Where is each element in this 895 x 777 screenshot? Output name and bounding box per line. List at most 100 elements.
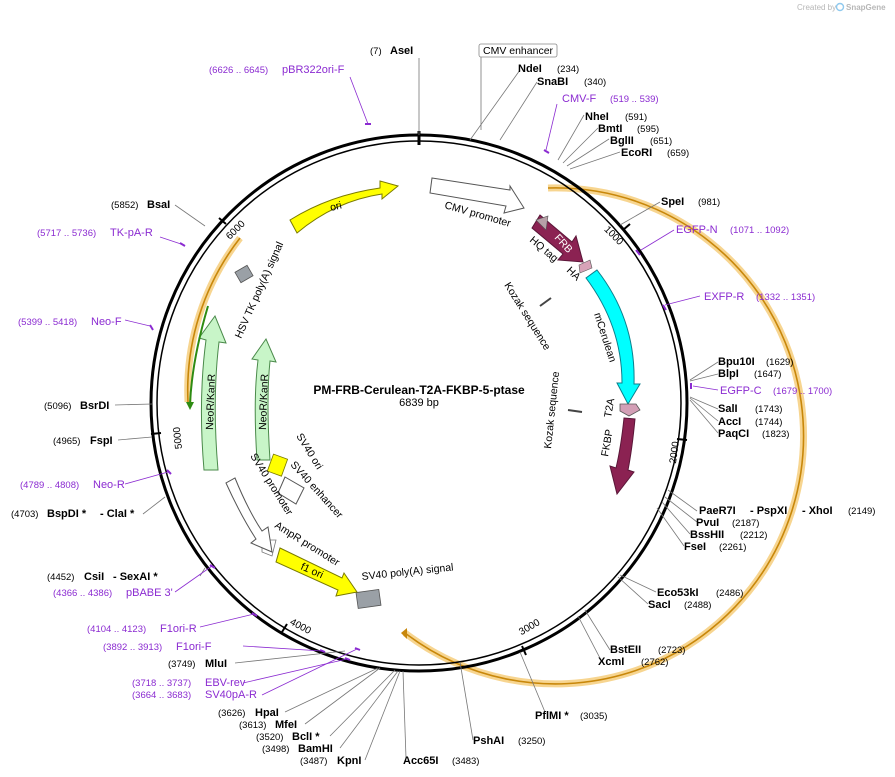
primer-name-neo-f: Neo-F [91,316,122,328]
tick-label-5000: 5000 [172,426,185,450]
primer-range-exfp-r: (1332 .. 1351) [756,292,815,303]
site-pos-bamhi: (3498) [262,744,289,755]
site-name-sexai: - SexAI * [113,571,158,583]
tick-label-2000: 2000 [668,440,682,464]
site-pos-bsai: (5852) [111,200,138,211]
site-name-mfei: MfeI [275,719,297,731]
site-pos-pshai: (3250) [518,736,545,747]
primer-range-egfp-c: (1679 .. 1700) [773,386,832,397]
site-pos-xhoi: (2149) [848,506,875,517]
site-name-eco53ki: Eco53kI [657,587,699,599]
tick-label-4000: 4000 [288,617,313,637]
site-pos-eco53ki: (2486) [716,588,743,599]
primer-markers [149,123,692,661]
site-pos-blpi: (1647) [754,369,781,380]
site-name-nhei: NheI [585,111,609,123]
primer-range-f1ori-f: (3892 .. 3913) [103,642,162,653]
site-name-asei: AseI [390,45,413,57]
site-pos-bsshii: (2212) [740,530,767,541]
sv40-enhancer-box [277,476,305,505]
site-name-mlui: MluI [205,658,227,670]
cmv-enhancer-box: CMV enhancer [478,43,558,58]
primer-range-f1ori-r: (4104 .. 4123) [87,624,146,635]
green-feature-arrowhead [186,402,194,410]
site-labels: (7) AseI NdeI (234) SnaBI (340) NheI (59… [11,45,875,767]
site-name-kpni: KpnI [337,755,361,767]
site-name-fspi: FspI [90,435,113,447]
site-name-bpu10i: Bpu10I [718,356,755,368]
sv40-polya-box [355,588,382,609]
neor-kanr-arrow-1 [198,314,227,471]
fkbp-arrow [609,417,636,496]
primer-range-pbabe3: (4366 .. 4386) [53,588,112,599]
feature-label-sv40-polya: SV40 poly(A) signal [361,561,454,583]
hsv-tk-polya-box [234,264,254,284]
sv40-ori-box [266,453,289,477]
site-pos-bglii: (651) [650,136,672,147]
site-name-xhoi: - XhoI [802,505,833,517]
primer-range-neo-f: (5399 .. 5418) [18,317,77,328]
cmv-promoter-arrow [429,177,525,214]
site-name-paer7i: PaeR7I [699,505,736,517]
feature-label-neor-kanr-2: NeoR/KanR [257,373,271,430]
site-name-paqci: PaqCI [718,428,749,440]
primer-name-tk-pa-r: TK-pA-R [110,227,153,239]
t2a-marker [619,403,641,417]
primer-name-pbabe3: pBABE 3' [126,587,173,599]
site-pos-mfei: (3613) [239,720,266,731]
primer-range-cmv-f: (519 .. 539) [610,94,659,105]
mcerulean-arrow [585,269,641,406]
site-name-bsteii: BstEII [610,644,641,656]
primer-name-f1ori-r: F1ori-R [160,623,197,635]
site-name-pvui: PvuI [696,517,719,529]
primer-name-egfp-c: EGFP-C [720,385,762,397]
site-pos-fsei: (2261) [719,542,746,553]
primer-name-f1ori-f: F1ori-F [176,641,212,653]
site-pos-paqci: (1823) [762,429,789,440]
insert-arrowhead [401,628,407,639]
site-pos-acci: (1744) [755,417,782,428]
snapgene-logo: SnapGene [835,2,886,12]
sv40-promoter-arrow [225,477,273,553]
site-name-acci: AccI [718,416,741,428]
site-name-bcli: BclI * [292,731,320,743]
primer-range-egfp-n: (1071 .. 1092) [730,225,789,236]
feature-label-kozak-1: Kozak sequence [501,280,552,352]
site-name-bspdi: BspDI * [47,508,87,520]
site-pos-xcmi: (2762) [641,657,668,668]
site-pos-mlui: (3749) [168,659,195,670]
site-name-saci: SacI [648,599,671,611]
primer-range-pbr322ori-f: (6626 .. 6645) [209,65,268,76]
primer-name-egfp-n: EGFP-N [676,224,718,236]
site-pos-sali: (1743) [755,404,782,415]
primer-name-ebv-rev: EBV-rev [205,677,246,689]
kozak-marker-2 [567,409,583,413]
primer-labels: (6626 .. 6645) pBR322ori-F CMV-F (519 ..… [18,64,832,701]
site-pos-saci: (2488) [684,600,711,611]
plasmid-name: PM-FRB-Cerulean-T2A-FKBP-5-ptase [313,383,525,397]
site-name-csii: CsiI [84,571,104,583]
site-name-xcmi: XcmI [598,656,624,668]
primer-range-neo-r: (4789 .. 4808) [20,480,79,491]
feature-label-fkbp: FKBP [599,428,616,457]
tick-marks [150,217,688,656]
feature-label-ori: ori [329,199,343,213]
primer-name-neo-r: Neo-R [93,479,125,491]
primer-name-exfp-r: EXFP-R [704,291,744,303]
primer-leaders [124,76,719,696]
primer-name-pbr322ori-f: pBR322ori-F [282,64,345,76]
site-name-bsshii: BssHII [690,529,724,541]
site-name-snabi: SnaBI [537,76,568,88]
neor-kanr-arrow-2 [251,337,277,461]
site-pos-bpu10i: (1629) [766,357,793,368]
feature-label-cmv-enhancer: CMV enhancer [483,45,554,57]
site-name-bmti: BmtI [598,123,622,135]
feature-label-hsv-tk-polya: HSV TK poly(A) signal [233,240,286,340]
green-feature-line [189,305,209,405]
site-name-bsai: BsaI [147,199,170,211]
site-pos-spei: (981) [698,197,720,208]
site-name-ecori: EcoRI [621,147,652,159]
site-pos-snabi: (340) [584,77,606,88]
site-leaders [114,57,719,761]
site-name-ndei: NdeI [518,63,542,75]
